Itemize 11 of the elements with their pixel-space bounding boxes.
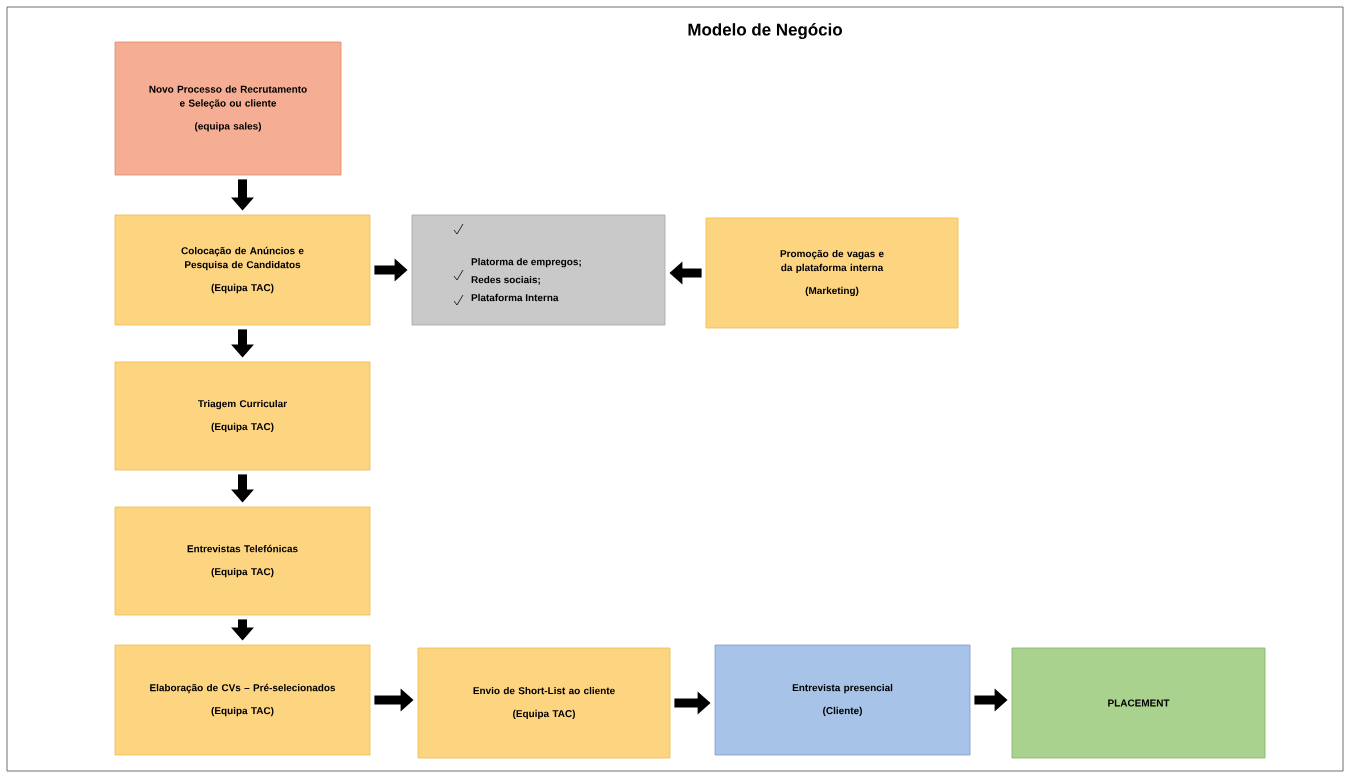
title: Modelo de Negócio <box>688 23 842 39</box>
process-box: Triagem Curricular (Equipa TAC) <box>114 361 371 471</box>
process-box: Entrevista presencial (Cliente) <box>714 644 971 756</box>
process-box: Promoção de vagas e da plataforma interna (Marketing) <box>705 217 959 329</box>
checklist-box: Platorma de empregos; Redes sociais; Plataforma Interna <box>411 214 666 326</box>
process-box: Entrevistas Telefónicas (Equipa TAC) <box>114 506 371 616</box>
process-box: Novo Processo de Recrutamento e Seleção ou cliente (equipa sales) <box>114 41 342 176</box>
process-box: Colocação de Anúncios e Pesquisa de Candidatos (Equipa TAC) <box>114 214 371 326</box>
process-box: Elaboração de CVs – Pré-selecionados (Equipa TAC) <box>114 644 371 756</box>
process-box: PLACEMENT <box>1011 647 1266 759</box>
process-box: Envio de Short-List ao cliente (Equipa TAC) <box>417 647 671 759</box>
